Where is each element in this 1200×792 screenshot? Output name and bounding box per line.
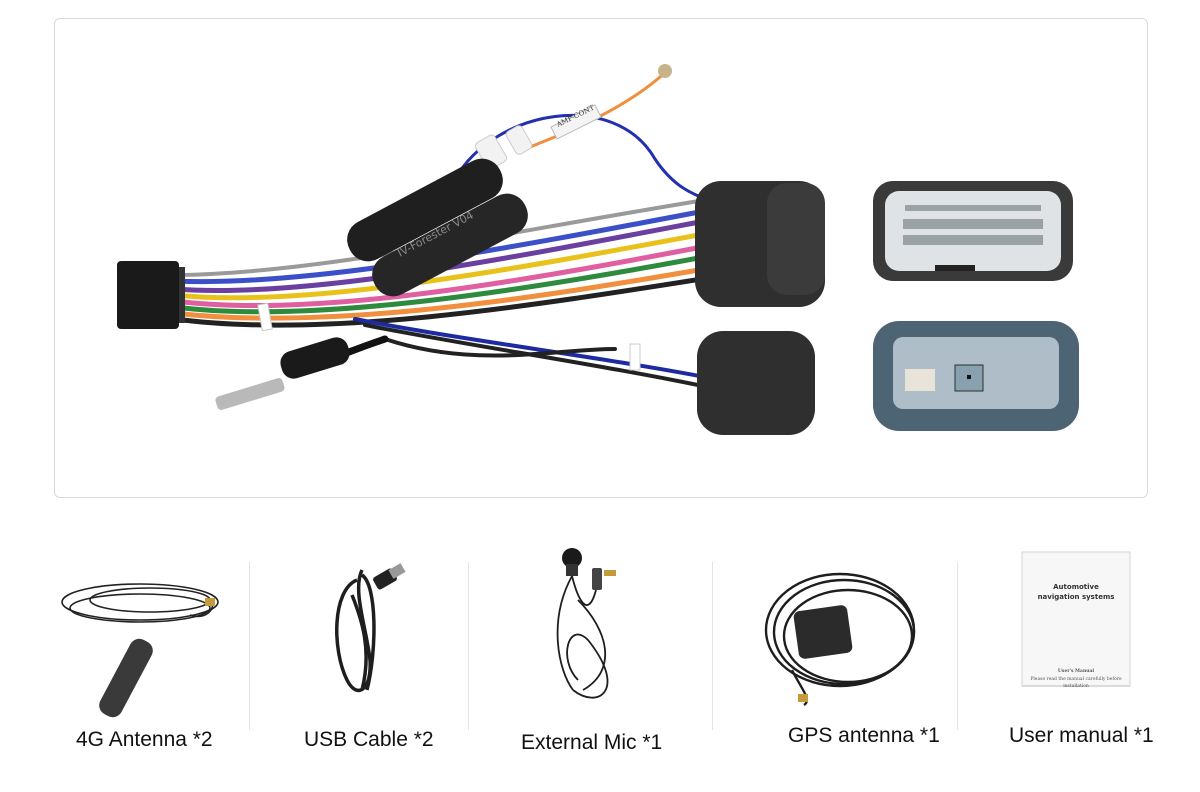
accessory-usb-cable: USB Cable *2	[262, 540, 462, 792]
manual-icon	[1021, 551, 1131, 687]
microphone-icon	[556, 548, 616, 699]
accessory-list: 4G Antenna *2 USB Cable *2	[0, 540, 1200, 792]
4g-antenna-icon	[61, 583, 219, 718]
left-black-connector	[117, 261, 179, 329]
accessory-label: USB Cable *2	[304, 728, 434, 751]
manual-footer-note: Please read the manual carefully before …	[1030, 677, 1122, 689]
accessory-label: User manual *1	[1009, 724, 1154, 747]
manual-footer-title: User's Manual	[1057, 669, 1095, 674]
accessory-gps-antenna: GPS antenna *1	[752, 540, 962, 792]
accessory-4g-antenna: 4G Antenna *2	[40, 540, 240, 792]
accessory-user-manual: Automotive navigation systems User's Man…	[992, 540, 1192, 792]
divider	[249, 562, 250, 730]
accessory-label: 4G Antenna *2	[76, 728, 213, 751]
manual-cover-title: Automotive navigation systems	[1037, 583, 1115, 601]
accessory-external-mic: External Mic *1	[488, 540, 698, 792]
accessory-label: GPS antenna *1	[788, 724, 940, 747]
foam-sleeve-small	[697, 331, 815, 435]
divider	[712, 562, 713, 730]
harness-photo-frame: AMP-CONT IV-Forester V04	[54, 18, 1148, 498]
accessory-label: External Mic *1	[521, 731, 663, 754]
wiring-harness-image: AMP-CONT IV-Forester V04	[117, 64, 1079, 435]
divider	[957, 562, 958, 730]
antenna-plug	[215, 378, 285, 410]
divider	[468, 562, 469, 730]
usb-cable-icon	[335, 563, 406, 693]
gps-antenna-icon	[764, 572, 916, 707]
